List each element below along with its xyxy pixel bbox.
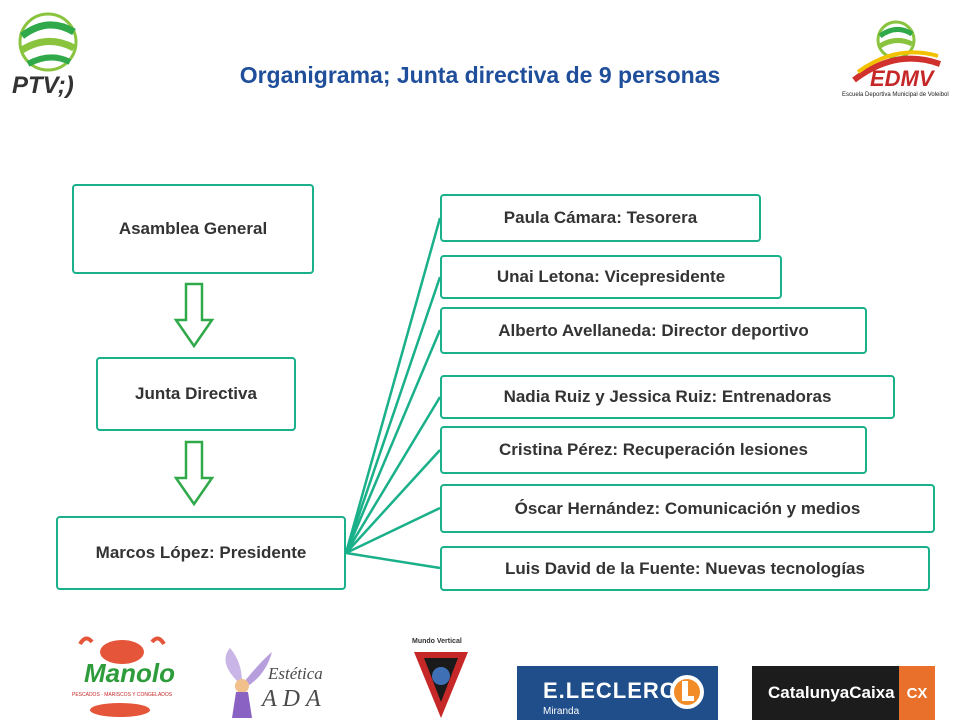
edmv-emblem-icon <box>852 20 942 83</box>
box-role-nuevas-tecnologias: Luis David de la Fuente: Nuevas tecnolog… <box>440 546 930 591</box>
leclerc-label: E.LECLERC <box>543 678 677 703</box>
crab-icon <box>78 636 166 717</box>
estetica-ada-logo: Estética ADA <box>212 642 342 720</box>
edmv-logo: EDMV Escuela Deportiva Municipal de Vole… <box>840 14 952 104</box>
mundo-vertical-emblem-icon <box>414 652 468 718</box>
box-role-director-deportivo: Alberto Avellaneda: Director deportivo <box>440 307 867 354</box>
mundo-vertical-logo: Mundo Vertical <box>408 638 474 720</box>
cx-label: CX <box>906 684 928 702</box>
ptv-logo: PTV;) <box>8 6 88 102</box>
manolo-logo: Manolo PESCADOS · MARISCOS Y CONGELADOS <box>72 634 175 720</box>
leclerc-subtitle: Miranda <box>543 706 580 717</box>
leclerc-emblem-icon <box>670 675 704 709</box>
box-presidente: Marcos López: Presidente <box>56 516 346 590</box>
manolo-label: Manolo <box>84 658 175 688</box>
volleyball-icon <box>18 12 78 72</box>
edmv-subtitle: Escuela Deportiva Municipal de Voleibol <box>842 92 949 98</box>
box-role-tesorera: Paula Cámara: Tesorera <box>440 194 761 242</box>
leclerc-logo: E.LECLERC Miranda <box>517 666 718 720</box>
page-title: Organigrama; Junta directiva de 9 person… <box>239 62 721 88</box>
edmv-label: EDMV <box>870 66 934 91</box>
connector-lines <box>344 217 442 570</box>
box-role-entrenadoras: Nadia Ruiz y Jessica Ruiz: Entrenadoras <box>440 375 895 419</box>
cx-badge: CX <box>899 666 935 720</box>
box-asamblea-general: Asamblea General <box>72 184 314 274</box>
catalunyacaixa-label: CatalunyaCaixa <box>768 683 895 702</box>
ada-label: ADA <box>262 686 327 712</box>
fairy-icon <box>225 648 272 718</box>
box-junta-directiva: Junta Directiva <box>96 357 296 431</box>
box-role-vicepresidente: Unai Letona: Vicepresidente <box>440 255 782 299</box>
down-arrow-icon-2 <box>173 440 215 507</box>
catalunyacaixa-logo: CatalunyaCaixa CX <box>752 666 935 720</box>
estetica-label: Estética <box>268 664 323 683</box>
manolo-subtitle: PESCADOS · MARISCOS Y CONGELADOS <box>72 692 173 698</box>
down-arrow-icon <box>173 282 215 349</box>
ptv-label: PTV;) <box>12 72 74 99</box>
box-role-recuperacion: Cristina Pérez: Recuperación lesiones <box>440 426 867 474</box>
box-role-comunicacion: Óscar Hernández: Comunicación y medios <box>440 484 935 533</box>
mundo-vertical-label: Mundo Vertical <box>412 638 462 645</box>
